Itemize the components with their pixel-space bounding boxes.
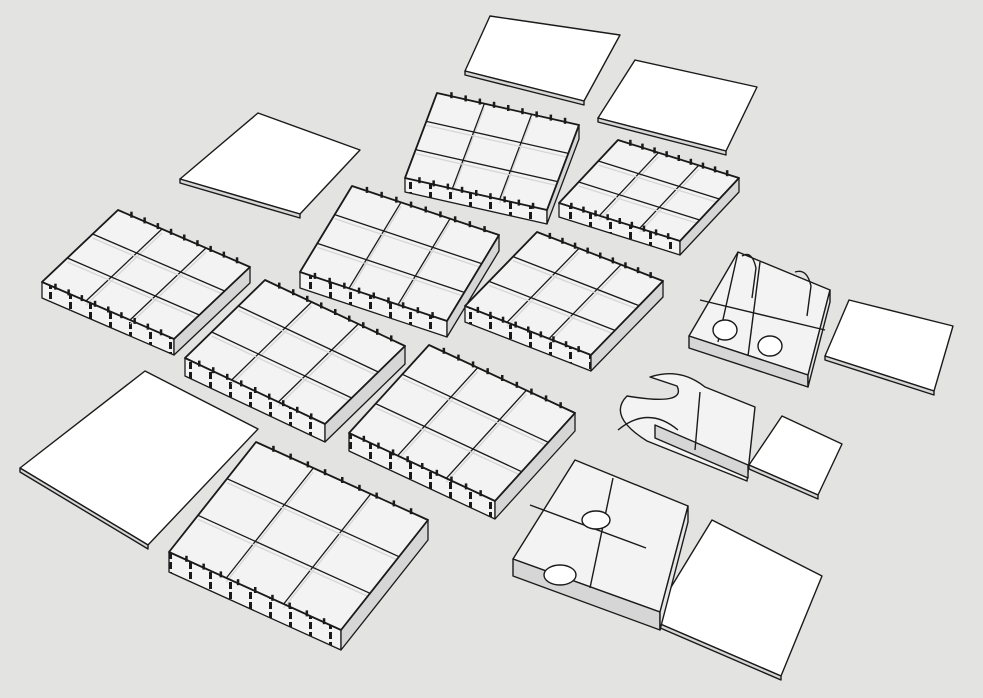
lid-panel <box>464 15 621 106</box>
divided-tray <box>558 139 740 256</box>
trays-layer <box>41 92 740 651</box>
lid-panel <box>179 112 361 219</box>
lid-panel <box>824 299 954 396</box>
divided-tray <box>41 209 251 356</box>
card-holder-box <box>512 459 689 631</box>
lid-panel <box>748 415 843 500</box>
divided-tray <box>299 185 500 338</box>
lids-layer <box>19 15 954 681</box>
divided-tray <box>404 92 580 225</box>
divided-tray <box>464 231 664 372</box>
card-holder-box <box>617 373 756 482</box>
lid-panel <box>597 59 758 156</box>
card-boxes-layer <box>512 251 831 631</box>
divided-tray <box>184 279 406 443</box>
lid-panel <box>19 370 259 550</box>
card-holder-box <box>688 251 831 388</box>
divided-tray <box>348 344 576 520</box>
divided-tray <box>168 441 429 651</box>
